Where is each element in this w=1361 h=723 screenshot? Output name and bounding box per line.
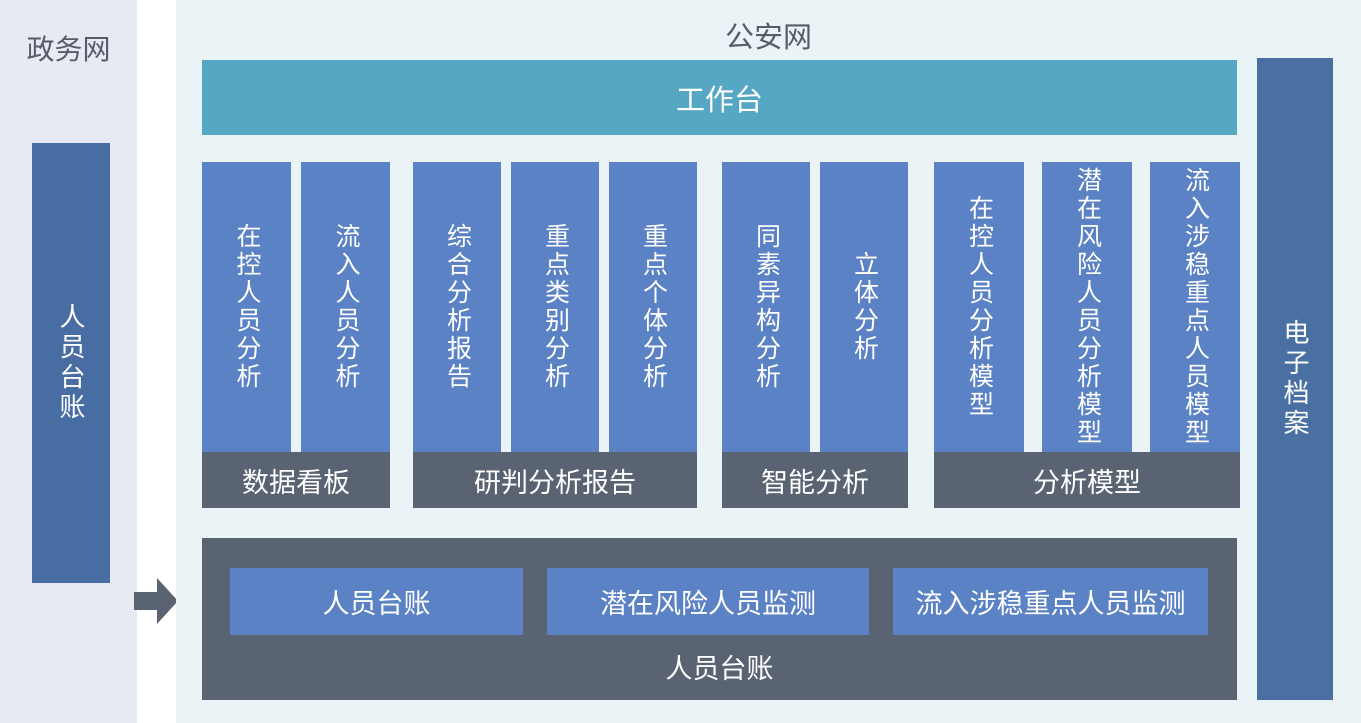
group-label-analysis-models: 分析模型 [934, 452, 1240, 508]
government-network-title: 政务网 [26, 34, 111, 65]
group-analysis-report-bars: 综合分析报告 重点类别分析 重点个体分析 [413, 162, 697, 452]
group-analysis-models-bars: 在控人员分析模型 潜在风险人员分析模型 流入涉稳重点人员模型 [934, 162, 1240, 452]
workbench-bar: 工作台 [202, 60, 1237, 135]
personnel-ledger-buttons: 人员台账 潜在风险人员监测 流入涉稳重点人员监测 [230, 568, 1208, 635]
button-potential-risk-monitoring: 潜在风险人员监测 [547, 568, 869, 635]
public-security-network-zone: 公安网 工作台 在控人员分析 流入人员分析 数据看板 综合分析报告 [176, 0, 1361, 723]
module-stereo-analysis: 立体分析 [820, 162, 908, 452]
group-label-data-dashboard: 数据看板 [202, 452, 390, 508]
group-intelligent-analysis: 同素异构分析 立体分析 智能分析 [722, 162, 908, 508]
electronic-archive-bar-label: 电子档案 [1280, 319, 1310, 439]
module-inflow-person-analysis: 流入人员分析 [301, 162, 390, 452]
group-analysis-models: 在控人员分析模型 潜在风险人员分析模型 流入涉稳重点人员模型 分析模型 [934, 162, 1240, 508]
personnel-ledger-box-label: 人员台账 [665, 654, 774, 684]
government-network-zone: 政务网 人员台账 [0, 0, 137, 723]
button-personnel-ledger: 人员台账 [230, 568, 523, 635]
module-controlled-person-analysis: 在控人员分析 [202, 162, 291, 452]
module-comprehensive-analysis-report: 综合分析报告 [413, 162, 501, 452]
personnel-ledger-bar-left: 人员台账 [32, 143, 110, 583]
group-data-dashboard: 在控人员分析 流入人员分析 数据看板 [202, 162, 390, 508]
group-analysis-report: 综合分析报告 重点类别分析 重点个体分析 研判分析报告 [413, 162, 697, 508]
module-key-individual-analysis: 重点个体分析 [609, 162, 697, 452]
personnel-ledger-box: 人员台账 潜在风险人员监测 流入涉稳重点人员监测 人员台账 [202, 538, 1237, 700]
group-label-analysis-report: 研判分析报告 [413, 452, 697, 508]
module-inflow-key-person-model: 流入涉稳重点人员模型 [1150, 162, 1240, 452]
module-key-category-analysis: 重点类别分析 [511, 162, 599, 452]
personnel-ledger-bar-left-label: 人员台账 [56, 303, 86, 423]
module-isomer-analysis: 同素异构分析 [722, 162, 810, 452]
right-arrow-icon [134, 578, 178, 624]
module-potential-risk-model: 潜在风险人员分析模型 [1042, 162, 1132, 452]
group-data-dashboard-bars: 在控人员分析 流入人员分析 [202, 162, 390, 452]
public-security-network-title: 公安网 [724, 22, 812, 54]
group-intelligent-analysis-bars: 同素异构分析 立体分析 [722, 162, 908, 452]
button-inflow-key-person-monitoring: 流入涉稳重点人员监测 [893, 568, 1208, 635]
module-groups: 在控人员分析 流入人员分析 数据看板 综合分析报告 重点类别分析 [202, 162, 1240, 508]
electronic-archive-bar: 电子档案 [1257, 58, 1333, 700]
module-controlled-person-model: 在控人员分析模型 [934, 162, 1024, 452]
group-label-intelligent-analysis: 智能分析 [722, 452, 908, 508]
